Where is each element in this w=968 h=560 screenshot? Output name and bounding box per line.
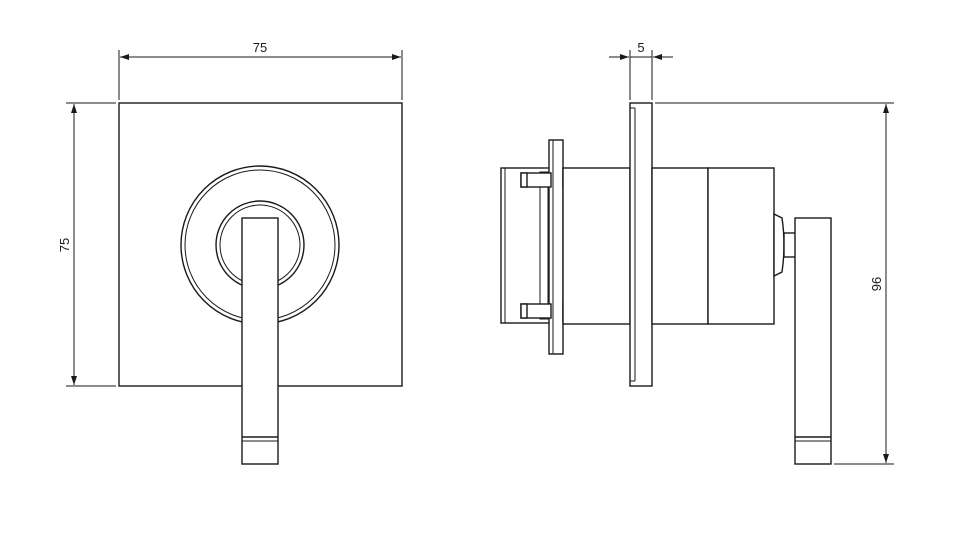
front-width-label: 75 — [253, 40, 267, 55]
side-valve-body — [562, 167, 631, 325]
side-wall-plate — [629, 102, 653, 387]
side-clip-top-tab — [520, 172, 528, 188]
side-cover-sleeve-a — [651, 167, 709, 325]
side-bracket-plate — [548, 139, 564, 355]
plate-thickness-dimension: 5 — [609, 40, 673, 100]
side-cover-sleeve-b — [707, 167, 775, 325]
side-rear-body-inner — [539, 171, 549, 320]
side-height-label: 96 — [869, 277, 884, 291]
side-rear-body — [500, 167, 554, 324]
side-handle-lever — [794, 217, 832, 465]
side-view — [500, 102, 832, 465]
plate-thickness-label: 5 — [637, 40, 644, 55]
front-height-label: 75 — [57, 238, 72, 252]
front-view — [118, 102, 403, 465]
side-spindle-cap — [773, 212, 785, 278]
side-clip-bottom-tab — [520, 303, 528, 319]
front-width-dimension: 75 — [118, 40, 403, 100]
side-height-dimension: 96 — [655, 102, 894, 465]
front-height-dimension: 75 — [57, 102, 116, 387]
front-handle-lever — [241, 217, 279, 465]
